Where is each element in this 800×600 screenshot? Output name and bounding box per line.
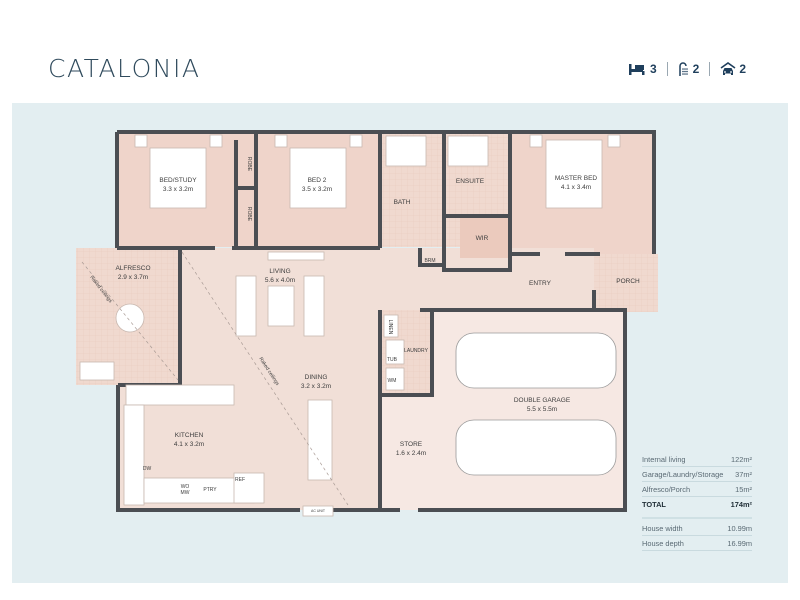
area-schedule: Internal living 122m² Garage/Laundry/Stor… — [642, 452, 752, 551]
room-size-dining: 3.2 x 3.2m — [301, 383, 331, 390]
room-label-store: STORE — [400, 441, 423, 448]
room-label-robe: ROBE — [246, 157, 252, 172]
room-label-laundry: LAUNDRY — [404, 348, 428, 354]
room-label-porch: PORCH — [616, 278, 640, 285]
room-label-tub: TUB — [387, 357, 398, 363]
room-size-living: 5.6 x 4.0m — [265, 277, 295, 284]
label-wall-oven: WO — [181, 484, 190, 490]
dimension-row: House width 10.99m — [642, 521, 752, 536]
divider — [642, 511, 752, 519]
dimension-value: 16.99m — [727, 539, 752, 548]
area-row: Internal living 122m² — [642, 452, 752, 467]
page-title: CATALONIA — [48, 54, 201, 83]
room-label-brm: BRM — [424, 258, 435, 264]
room-label-bed-study: BED/STUDY — [159, 177, 197, 184]
area-value: 122m² — [731, 455, 752, 464]
total-label: TOTAL — [642, 500, 666, 509]
room-label-living: LIVING — [269, 268, 290, 275]
label-fridge: REF — [235, 477, 245, 483]
car-icons — [455, 332, 617, 476]
area-total-row: TOTAL 174m² — [642, 497, 752, 511]
room-label-bath: BATH — [394, 199, 411, 206]
room-label-kitchen: KITCHEN — [175, 432, 204, 439]
bedrooms-count: 3 — [649, 62, 657, 76]
room-label-alfresco: ALFRESCO — [115, 265, 150, 272]
room-label-master: MASTER BED — [555, 175, 598, 182]
area-row: Garage/Laundry/Storage 37m² — [642, 467, 752, 482]
area-value: 37m² — [735, 470, 752, 479]
area-label: Garage/Laundry/Storage — [642, 470, 724, 479]
room-label-robe: ROBE — [246, 207, 252, 222]
garage-spec: 2 — [720, 62, 746, 76]
label-microwave: MW — [181, 490, 190, 496]
room-label-dining: DINING — [305, 374, 328, 381]
room-label-wir: WIR — [476, 235, 489, 242]
room-label-ensuite: ENSUITE — [456, 178, 485, 185]
bathrooms-spec: 2 — [678, 62, 700, 76]
divider — [666, 62, 668, 76]
room-label-linen: LINEN — [387, 320, 393, 335]
room-label-bed2: BED 2 — [308, 177, 327, 184]
area-label: Alfresco/Porch — [642, 485, 691, 494]
garage-car-icon — [720, 62, 736, 75]
shower-icon — [678, 62, 688, 76]
area-label: Internal living — [642, 455, 686, 464]
room-size-garage: 5.5 x 5.5m — [527, 406, 557, 413]
label-pantry: PTRY — [203, 487, 217, 493]
bathrooms-count: 2 — [692, 62, 700, 76]
room-size-alfresco: 2.9 x 3.7m — [118, 274, 148, 281]
room-size-store: 1.6 x 2.4m — [396, 450, 426, 457]
garage-count: 2 — [739, 62, 746, 76]
dimension-label: House depth — [642, 539, 684, 548]
dimension-row: House depth 16.99m — [642, 536, 752, 551]
area-row: Alfresco/Porch 15m² — [642, 482, 752, 497]
label-ac-unit: AC UNIT — [311, 509, 326, 513]
room-label-entry: ENTRY — [529, 280, 552, 287]
room-label-wm: WM — [388, 378, 397, 384]
area-value: 15m² — [735, 485, 752, 494]
total-value: 174m² — [730, 500, 752, 509]
raked-ceiling-lines — [81, 251, 349, 506]
room-label-garage: DOUBLE GARAGE — [514, 397, 571, 404]
label-dishwasher: DW — [143, 466, 152, 472]
dimension-value: 10.99m — [727, 524, 752, 533]
spec-summary: 3 2 2 — [628, 62, 746, 76]
room-size-bed-study: 3.3 x 3.2m — [163, 186, 193, 193]
bed-icon — [628, 63, 645, 75]
furniture — [79, 134, 621, 517]
room-size-kitchen: 4.1 x 3.2m — [174, 441, 204, 448]
bedrooms-spec: 3 — [628, 62, 657, 76]
dimension-label: House width — [642, 524, 683, 533]
room-size-master: 4.1 x 3.4m — [561, 184, 591, 191]
room-size-bed2: 3.5 x 3.2m — [302, 186, 332, 193]
divider — [709, 62, 711, 76]
